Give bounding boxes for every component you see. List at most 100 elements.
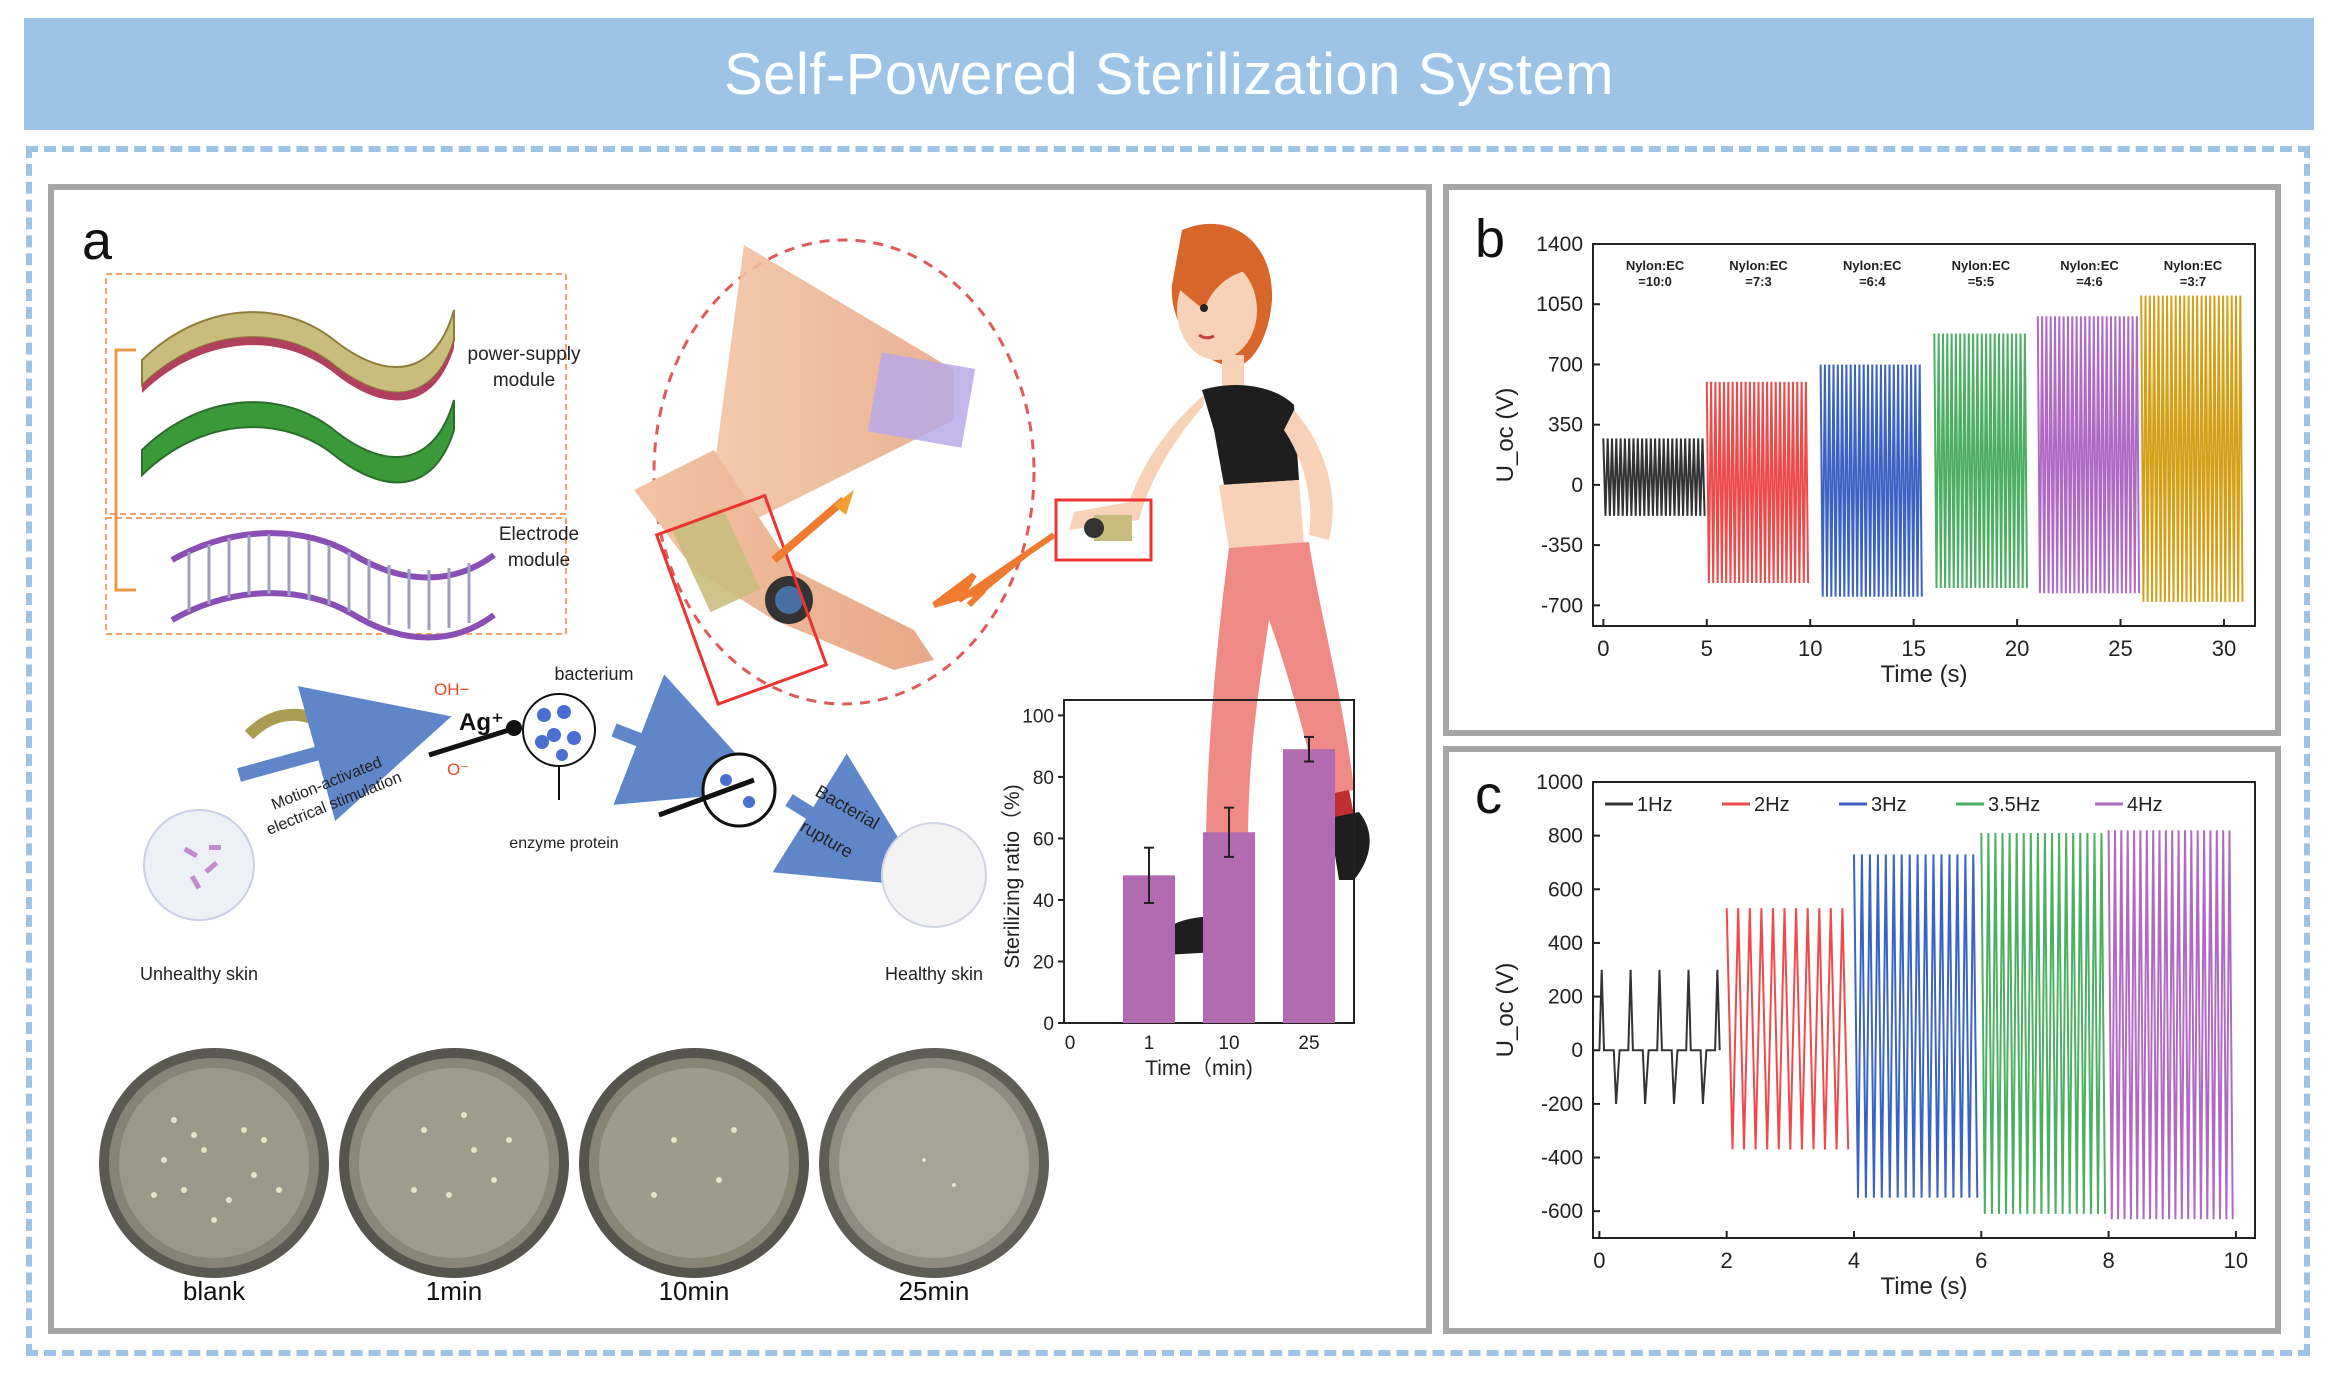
panel-b-letter: b	[1475, 209, 1506, 269]
upper-arm	[714, 245, 954, 520]
petri-dish-1min	[339, 1048, 569, 1278]
zoom-arrow-1	[771, 496, 847, 564]
triboelectric-layer-red	[142, 337, 454, 401]
electrode-patch	[867, 352, 976, 448]
colonies	[151, 1112, 956, 1223]
x-tick-label: 8	[2102, 1248, 2114, 1273]
y-tick-label: 0	[1571, 474, 1583, 497]
x-tick-label: 5	[1701, 636, 1713, 661]
dish-label-25min: 25min	[899, 1276, 970, 1306]
petri-dish-10min	[579, 1048, 809, 1278]
forearm-device	[672, 507, 761, 613]
legend-label-1Hz: 1Hz	[1637, 794, 1673, 816]
ratio-annotation-line2: =6:4	[1859, 274, 1886, 289]
series-1Hz	[1598, 969, 1721, 1104]
plot-frame	[1592, 781, 2256, 1239]
x-tick-label: 25	[2108, 636, 2132, 661]
bar-x-tick-label: 10	[1218, 1033, 1239, 1054]
bar-25	[1283, 749, 1335, 1023]
bar-y-tick-label: 0	[1043, 1014, 1054, 1035]
x-axis-label: Time (s)	[1880, 1273, 1967, 1300]
bar-y-tick-label: 100	[1022, 706, 1054, 727]
zoom-highlight-box	[654, 493, 829, 706]
ratio-annotation-line2: =3:7	[2180, 274, 2206, 289]
panel-c-letter: c	[1475, 765, 1502, 825]
triboelectric-layer-green	[141, 399, 455, 484]
electrode-top-rail	[170, 530, 496, 581]
panel-a-illustration: power-supply module Electrode module Mot…	[99, 223, 1370, 1306]
series-0	[1602, 438, 1706, 516]
y-tick-label: -700	[1541, 594, 1583, 617]
x-tick-label: 0	[1597, 636, 1609, 661]
series-3	[1933, 333, 2028, 589]
y-tick-label: -200	[1541, 1093, 1583, 1116]
y-tick-label: 350	[1548, 414, 1583, 437]
electrode-bottom-rail	[170, 590, 496, 641]
series-2	[1819, 364, 1923, 597]
wrist-highlight-box	[1054, 498, 1153, 562]
y-tick-label: 700	[1548, 353, 1583, 376]
ratio-annotation-line1: Nylon:EC	[1729, 258, 1788, 273]
enzyme-protein-label: enzyme protein	[509, 835, 618, 852]
y-tick-label: 0	[1571, 1039, 1583, 1062]
dish-label-1min: 1min	[426, 1276, 482, 1306]
module-connector	[114, 348, 136, 592]
wrist-watch-icon	[1084, 518, 1104, 538]
x-tick-label: 4	[1848, 1248, 1860, 1273]
ratio-annotation-line1: Nylon:EC	[1843, 258, 1902, 273]
x-tick-label: 0	[1593, 1248, 1605, 1273]
ratio-annotation-line2: =7:3	[1745, 274, 1771, 289]
panel-a-letter: a	[82, 211, 113, 271]
device-small	[244, 708, 375, 740]
ratio-annotation-line1: Nylon:EC	[2060, 258, 2119, 273]
forearm	[634, 450, 934, 670]
x-tick-label: 10	[2224, 1248, 2248, 1273]
plot-frame	[1592, 243, 2256, 627]
unhealthy-skin-dish	[143, 809, 255, 921]
ratio-annotation-line2: =5:5	[1968, 274, 1994, 289]
bar-x-axis-label: Time（min)	[1145, 1057, 1253, 1080]
electrode-label-1: Electrode	[499, 524, 579, 545]
unhealthy-bacteria	[183, 845, 221, 890]
healthy-skin-dish	[881, 822, 987, 928]
bar-x-tick-label: 1	[1144, 1033, 1155, 1054]
x-tick-label: 6	[1975, 1248, 1987, 1273]
petri-dish-25min	[819, 1048, 1049, 1278]
bar-y-tick-label: 40	[1033, 891, 1054, 912]
bar-y-axis-label: Sterilizing ratio（%)	[1001, 784, 1024, 968]
x-tick-label: 20	[2005, 636, 2029, 661]
series-2Hz	[1725, 908, 1850, 1150]
y-tick-label: -600	[1541, 1200, 1583, 1223]
ratio-annotation-line1: Nylon:EC	[2164, 258, 2223, 273]
y-axis-label: U_oc (V)	[1492, 388, 1519, 483]
bar-y-tick-label: 60	[1033, 829, 1054, 850]
arrow-to-rupture	[611, 674, 770, 805]
unhealthy-skin-label: Unhealthy skin	[140, 964, 258, 984]
y-tick-label: 200	[1548, 986, 1583, 1009]
electrode-module-box	[105, 517, 567, 635]
ratio-annotation-line2: =10:0	[1638, 274, 1672, 289]
legend-label-4Hz: 4Hz	[2127, 794, 2163, 816]
y-tick-label: 1050	[1536, 293, 1583, 316]
ruptured-bacterium-icon	[701, 752, 777, 828]
dish-label-10min: 10min	[659, 1276, 730, 1306]
x-tick-label: 10	[1798, 636, 1822, 661]
bar-x-tick-label: 25	[1298, 1033, 1319, 1054]
arrow-stimulation	[237, 686, 452, 822]
y-tick-label: 1000	[1536, 771, 1583, 794]
y-tick-label: 800	[1548, 825, 1583, 848]
series-3Hz	[1853, 854, 1979, 1198]
arrow-to-healthy	[772, 753, 929, 888]
y-tick-label: 400	[1548, 932, 1583, 955]
zoom-link-arrow	[932, 532, 1056, 608]
bacterium-label: bacterium	[554, 664, 633, 684]
y-tick-label: -400	[1541, 1147, 1583, 1170]
outer-dashed-frame	[26, 146, 2310, 1356]
o-label: O⁻	[447, 760, 469, 779]
series-1	[1705, 381, 1810, 584]
y-tick-label: -350	[1541, 534, 1583, 557]
power-module-box	[105, 273, 567, 515]
